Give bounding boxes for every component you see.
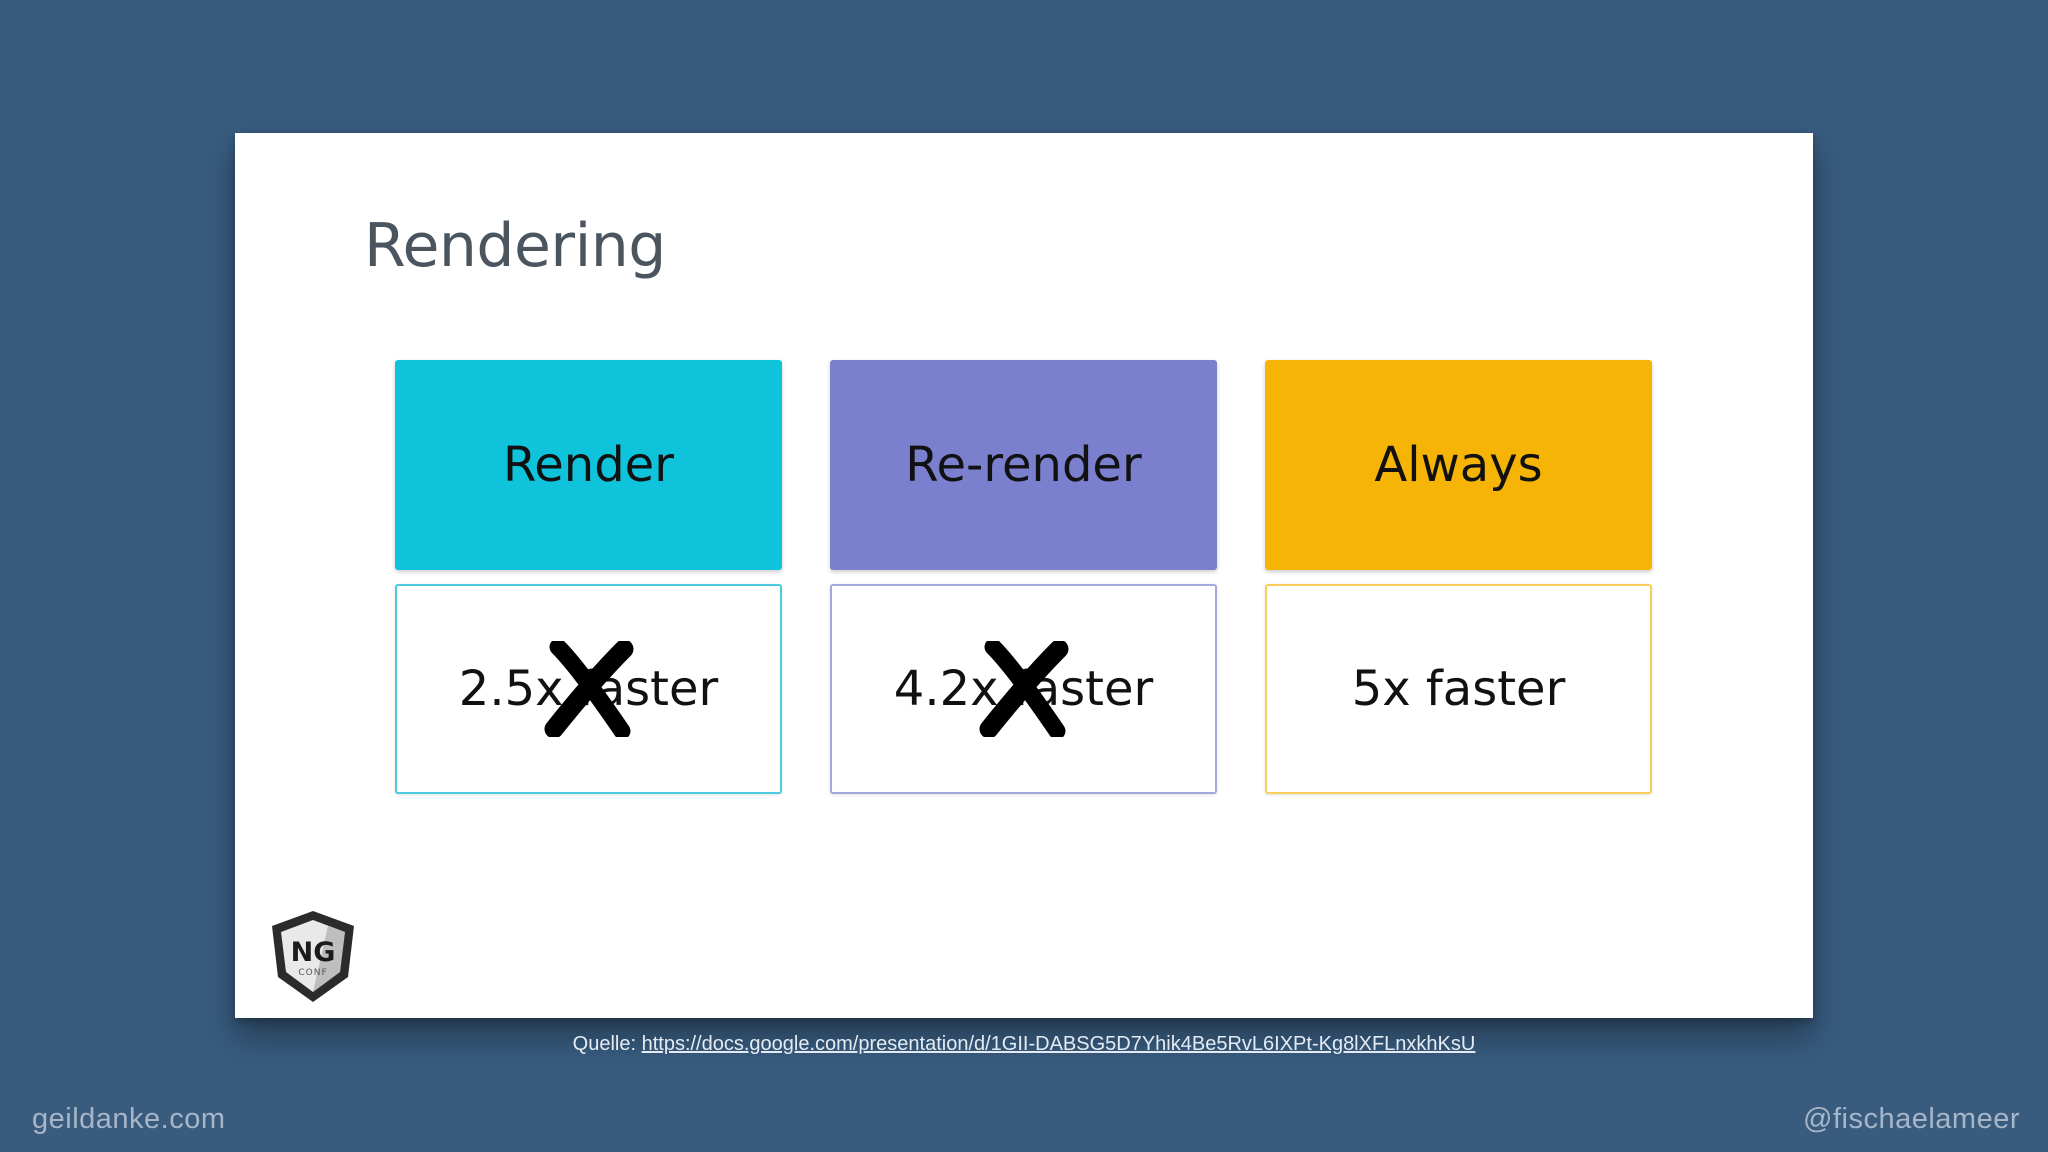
value-card-always: 5x faster [1265,584,1652,794]
footer-website: geildanke.com [32,1103,226,1135]
source-label: Quelle: [572,1033,637,1055]
footer-handle: @fischaelameer [1803,1103,2020,1135]
source-caption: Quelle: https://docs.google.com/presenta… [0,1033,2048,1056]
cross-out-x-icon [979,641,1068,737]
value-text-wrapper: 4.2x faster [894,641,1153,737]
header-label: Always [1374,437,1543,493]
cross-out-x-icon [544,641,633,737]
header-label: Render [503,437,674,493]
value-text-wrapper: 2.5x faster [459,641,718,737]
svg-text:CONF: CONF [298,968,327,978]
header-card-render: Render [395,360,782,570]
header-label: Re-render [905,437,1142,493]
header-card-rerender: Re-render [830,360,1217,570]
source-link[interactable]: https://docs.google.com/presentation/d/1… [641,1033,1476,1055]
ng-conf-shield-logo-icon: NG CONF [272,911,354,1002]
value-label: 5x faster [1351,661,1566,717]
svg-text:NG: NG [291,937,336,968]
slide-title: Rendering [364,211,666,281]
header-card-always: Always [1265,360,1652,570]
value-card-render: 2.5x faster [395,584,782,794]
slide: Rendering Render Re-render Always 2.5x f… [235,133,1813,1018]
value-card-rerender: 4.2x faster [830,584,1217,794]
